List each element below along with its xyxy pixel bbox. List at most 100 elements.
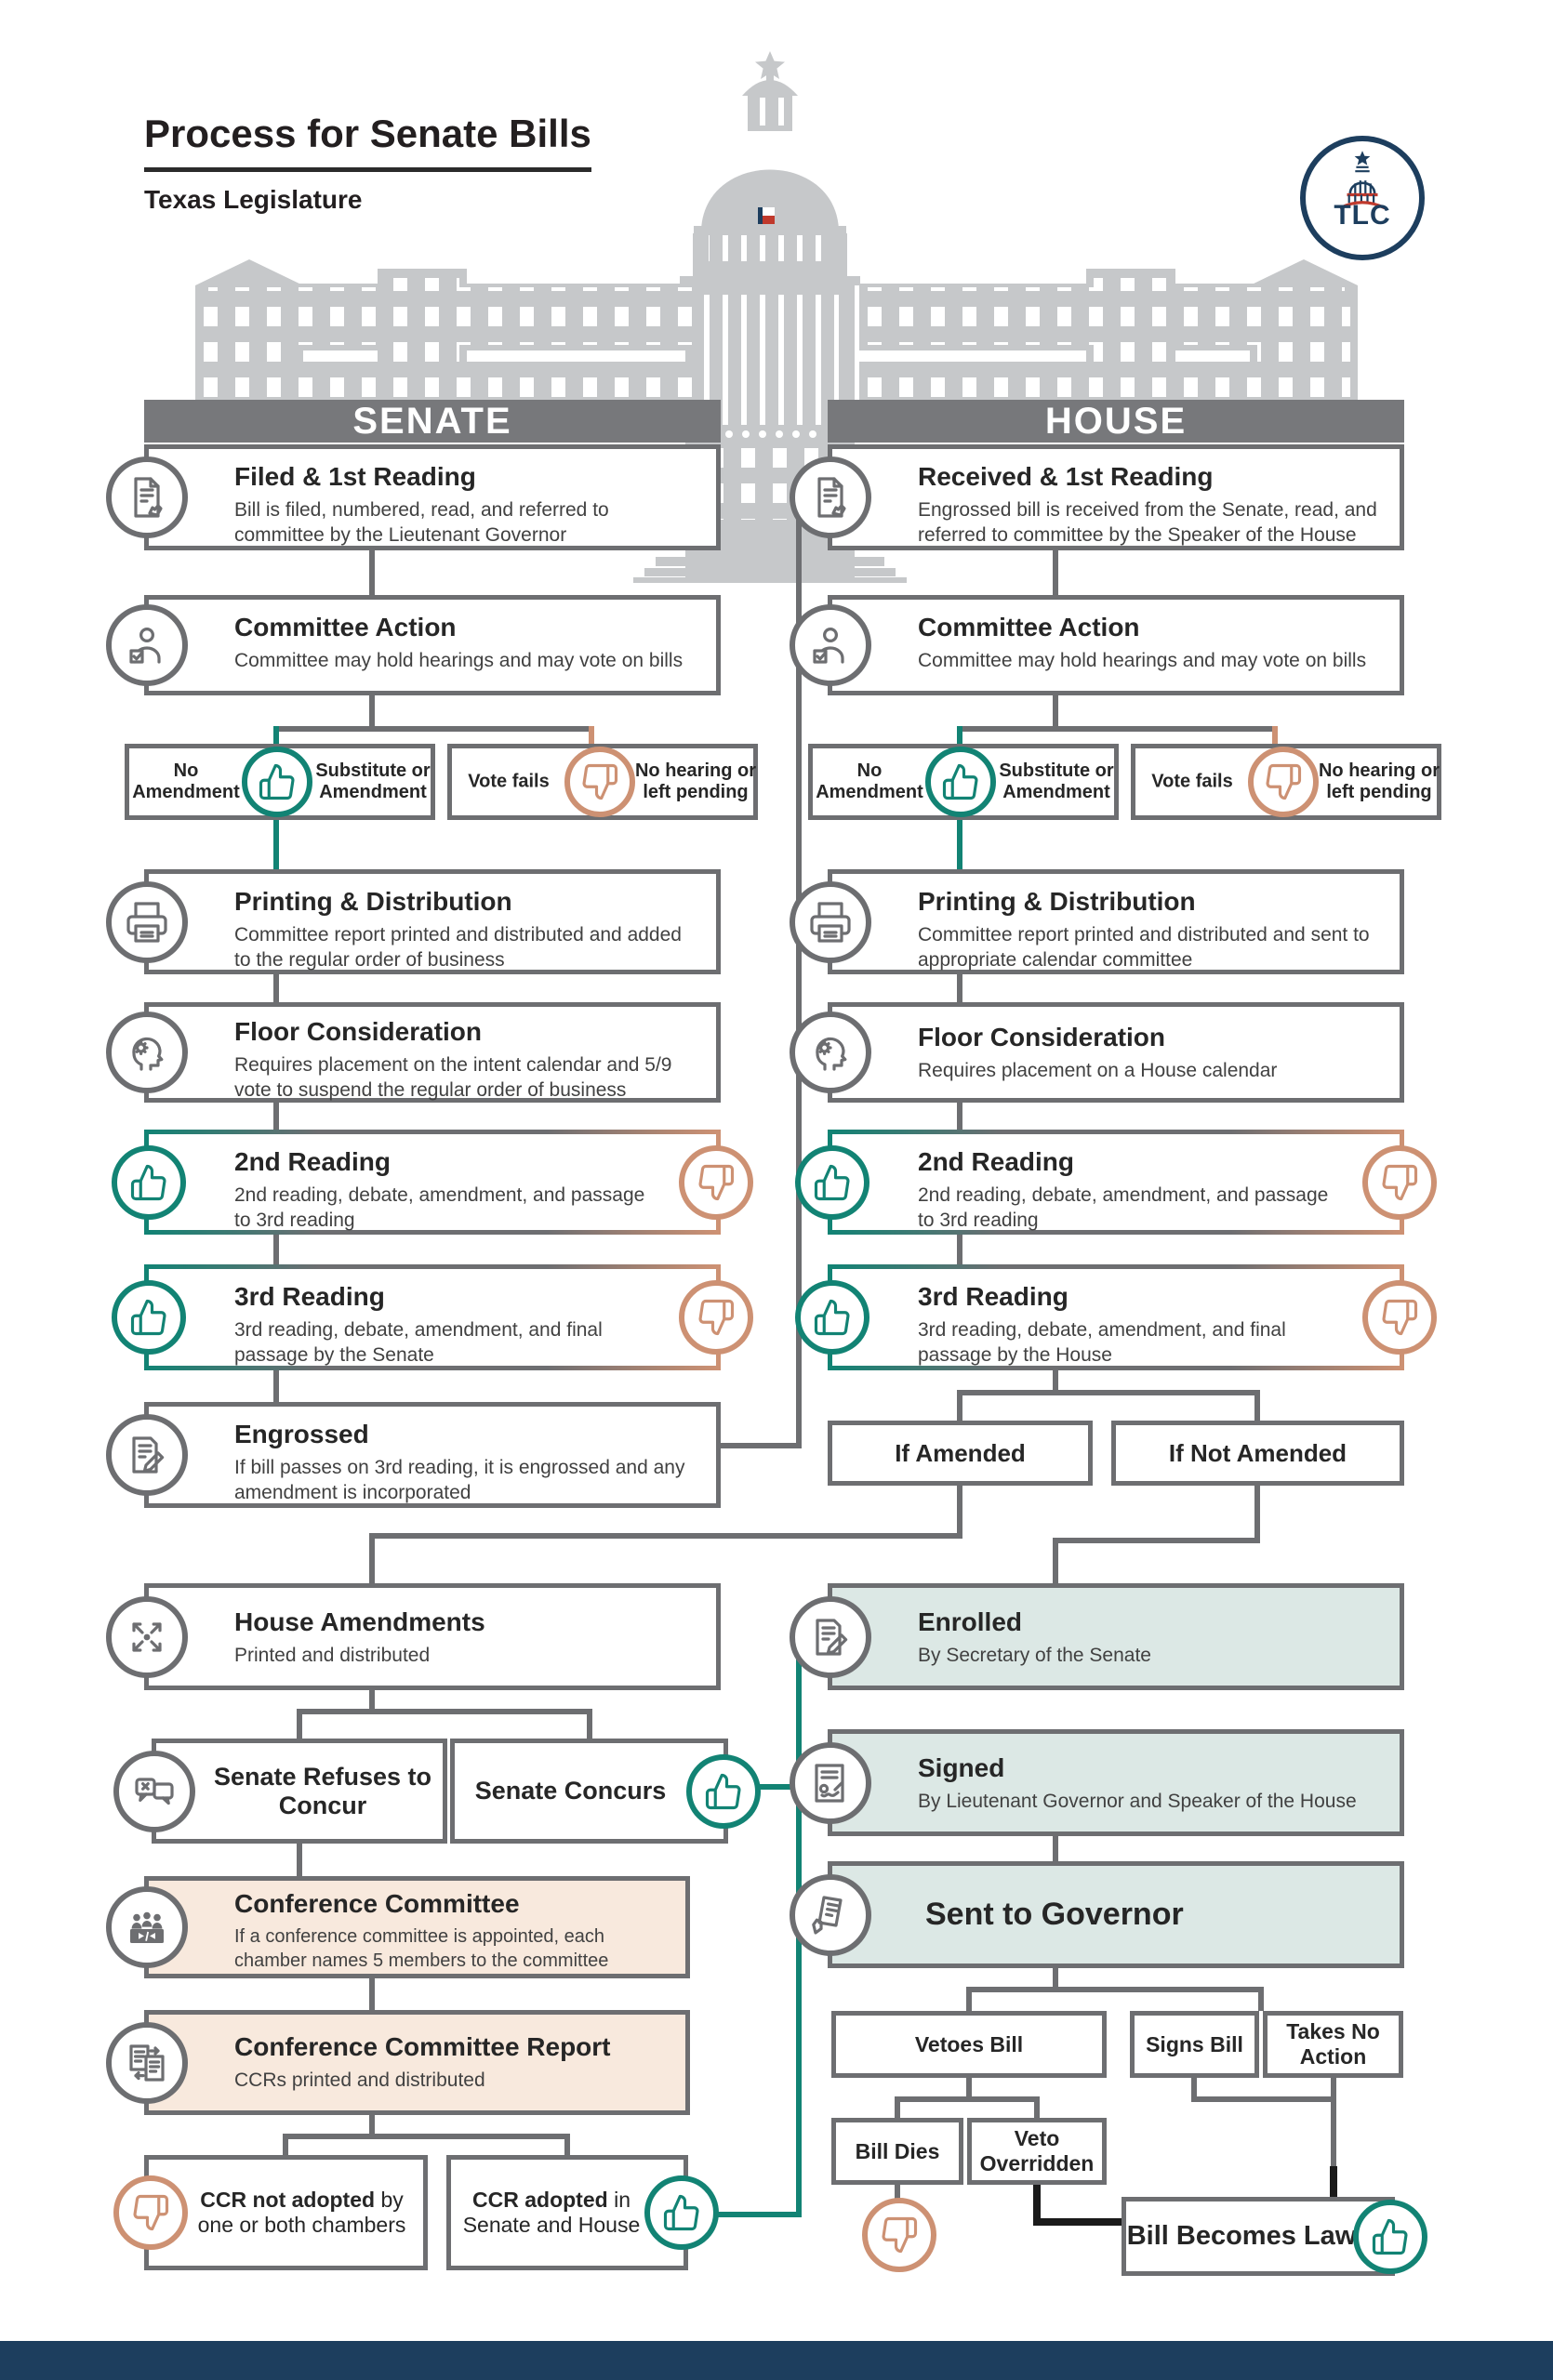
connector — [895, 2096, 900, 2118]
connector — [966, 2078, 972, 2099]
committee-people-icon — [106, 1886, 188, 1968]
node-title: Floor Consideration — [234, 1017, 482, 1046]
connector — [297, 1844, 302, 1876]
node-title: 2nd Reading — [234, 1147, 392, 1176]
connector — [895, 2185, 900, 2200]
node-senate-concurs: Senate Concurs — [450, 1739, 761, 1844]
thumbs-up-icon — [1353, 2199, 1427, 2274]
node-title: Printing & Distribution — [918, 887, 1196, 916]
node-title: Enrolled — [918, 1607, 1023, 1636]
node-house-committee-action: Committee Action Committee may hold hear… — [790, 595, 1404, 695]
signs-label: Signs Bill — [1146, 2031, 1243, 2056]
node-desc: Committee report printed and distributed… — [918, 923, 1370, 972]
connector — [966, 1987, 1264, 1992]
if-not-amended-label: If Not Amended — [1168, 1438, 1347, 1467]
thumbs-down-icon — [862, 2198, 936, 2272]
node-house-second-reading: 2nd Reading 2nd reading, debate, amendme… — [795, 1130, 1437, 1235]
connector — [728, 1784, 802, 1790]
connector — [1053, 550, 1058, 595]
node-desc: Committee may hold hearings and may vote… — [918, 649, 1367, 671]
connector — [1331, 2096, 1336, 2169]
connector — [369, 2115, 375, 2139]
thumbs-up-icon — [112, 1144, 186, 1220]
connector — [966, 1987, 972, 2011]
thumbs-down-icon — [1362, 1280, 1437, 1355]
node-signed: Signed By Lieutenant Governor and Speake… — [790, 1729, 1404, 1836]
connector — [1033, 2218, 1126, 2226]
fail-label-right: No hearing or left pending — [1318, 760, 1440, 802]
connector — [276, 726, 594, 732]
node-desc: By Secretary of the Senate — [918, 1644, 1151, 1666]
connector — [957, 1103, 962, 1130]
node-takes-no-action: Takes No Action — [1263, 2011, 1403, 2078]
connector — [957, 1390, 962, 1421]
node-bill-becomes-law: Bill Becomes Law — [1122, 2197, 1427, 2276]
connector — [369, 1978, 375, 2010]
node-title: Filed & 1st Reading — [234, 462, 476, 491]
fail-label-right: No hearing or left pending — [634, 760, 756, 802]
node-title: Received & 1st Reading — [918, 462, 1214, 491]
node-senate-printing: Printing & Distribution Committee report… — [106, 869, 721, 974]
thumbs-down-icon — [679, 1144, 753, 1220]
document-hand-icon — [790, 456, 871, 538]
connector — [1254, 1486, 1260, 1543]
node-title: Conference Committee — [234, 1889, 520, 1918]
title-block: Process for Senate Bills Texas Legislatu… — [144, 112, 591, 215]
node-senate-refuses-concur: Senate Refuses to Concur — [113, 1739, 447, 1844]
node-bill-dies: Bill Dies — [831, 2118, 963, 2185]
node-desc: 3rd reading, debate, amendment, and fina… — [234, 1318, 603, 1367]
connector — [957, 974, 962, 1002]
tlc-capitol-icon — [1339, 151, 1386, 210]
head-gears-icon — [790, 1012, 871, 1093]
connector — [283, 2134, 288, 2155]
node-conference-committee-report: Conference Committee Report CCRs printed… — [106, 2010, 690, 2115]
node-house-printing: Printing & Distribution Committee report… — [790, 869, 1404, 974]
node-house-committee-fail: Vote fails No hearing or left pending — [1131, 744, 1441, 820]
node-senate-engrossed: Engrossed If bill passes on 3rd reading,… — [106, 1402, 721, 1508]
thumbs-up-icon — [112, 1280, 186, 1355]
head-gears-icon — [106, 1012, 188, 1093]
node-title: House Amendments — [234, 1607, 485, 1636]
node-title: Signed — [918, 1753, 1005, 1782]
ccr-not-adopted-label: CCR not adopted by one or both chambers — [192, 2188, 412, 2238]
connector — [1254, 1390, 1260, 1421]
node-desc: 2nd reading, debate, amendment, and pass… — [918, 1183, 1329, 1232]
connector — [1034, 2096, 1040, 2118]
connector — [796, 497, 802, 1448]
node-desc: Committee report printed and distributed… — [234, 923, 682, 972]
printer-icon — [790, 880, 871, 963]
connector — [1272, 726, 1278, 744]
connector — [957, 820, 962, 869]
ccr-adopted-rest: in Senate and House — [462, 2188, 641, 2237]
pass-label-left: No Amendment — [816, 760, 923, 802]
node-senate-second-reading: 2nd Reading 2nd reading, debate, amendme… — [112, 1130, 753, 1235]
connector — [283, 2134, 570, 2139]
connector — [895, 2096, 1040, 2102]
concurs-label: Senate Concurs — [474, 1777, 667, 1805]
node-house-committee-pass: No Amendment Substitute or Amendment — [808, 744, 1119, 820]
pass-label-right: Substitute or Amendment — [999, 760, 1114, 802]
vetoes-label: Vetoes Bill — [914, 2031, 1024, 2056]
connector — [1191, 2078, 1197, 2099]
thumbs-up-icon — [644, 2175, 719, 2250]
node-house-third-reading: 3rd Reading 3rd reading, debate, amendme… — [795, 1264, 1437, 1370]
connector — [1191, 2096, 1336, 2102]
ccr-adopted-bold: CCR adopted — [472, 2188, 608, 2212]
node-desc: 3rd reading, debate, amendment, and fina… — [918, 1318, 1286, 1367]
node-ccr-not-adopted: CCR not adopted by one or both chambers — [113, 2155, 428, 2270]
document-pencil-icon — [106, 1414, 188, 1496]
node-desc: Committee may hold hearings and may vote… — [234, 649, 684, 671]
node-house-received-first-reading: Received & 1st Reading Engrossed bill is… — [790, 444, 1404, 550]
connector — [957, 1235, 962, 1264]
if-amended-label: If Amended — [895, 1438, 1026, 1467]
thumbs-up-icon — [795, 1144, 869, 1220]
speech-bubbles-x-icon — [113, 1750, 195, 1832]
thumbs-down-icon — [1362, 1144, 1437, 1220]
house-header: HOUSE — [828, 400, 1404, 443]
thumbs-up-icon — [795, 1280, 869, 1355]
node-house-floor: Floor Consideration Requires placement o… — [790, 1002, 1404, 1103]
connector — [1053, 695, 1058, 729]
fail-label-left: Vote fails — [1151, 771, 1233, 792]
connector — [1258, 1987, 1264, 2011]
